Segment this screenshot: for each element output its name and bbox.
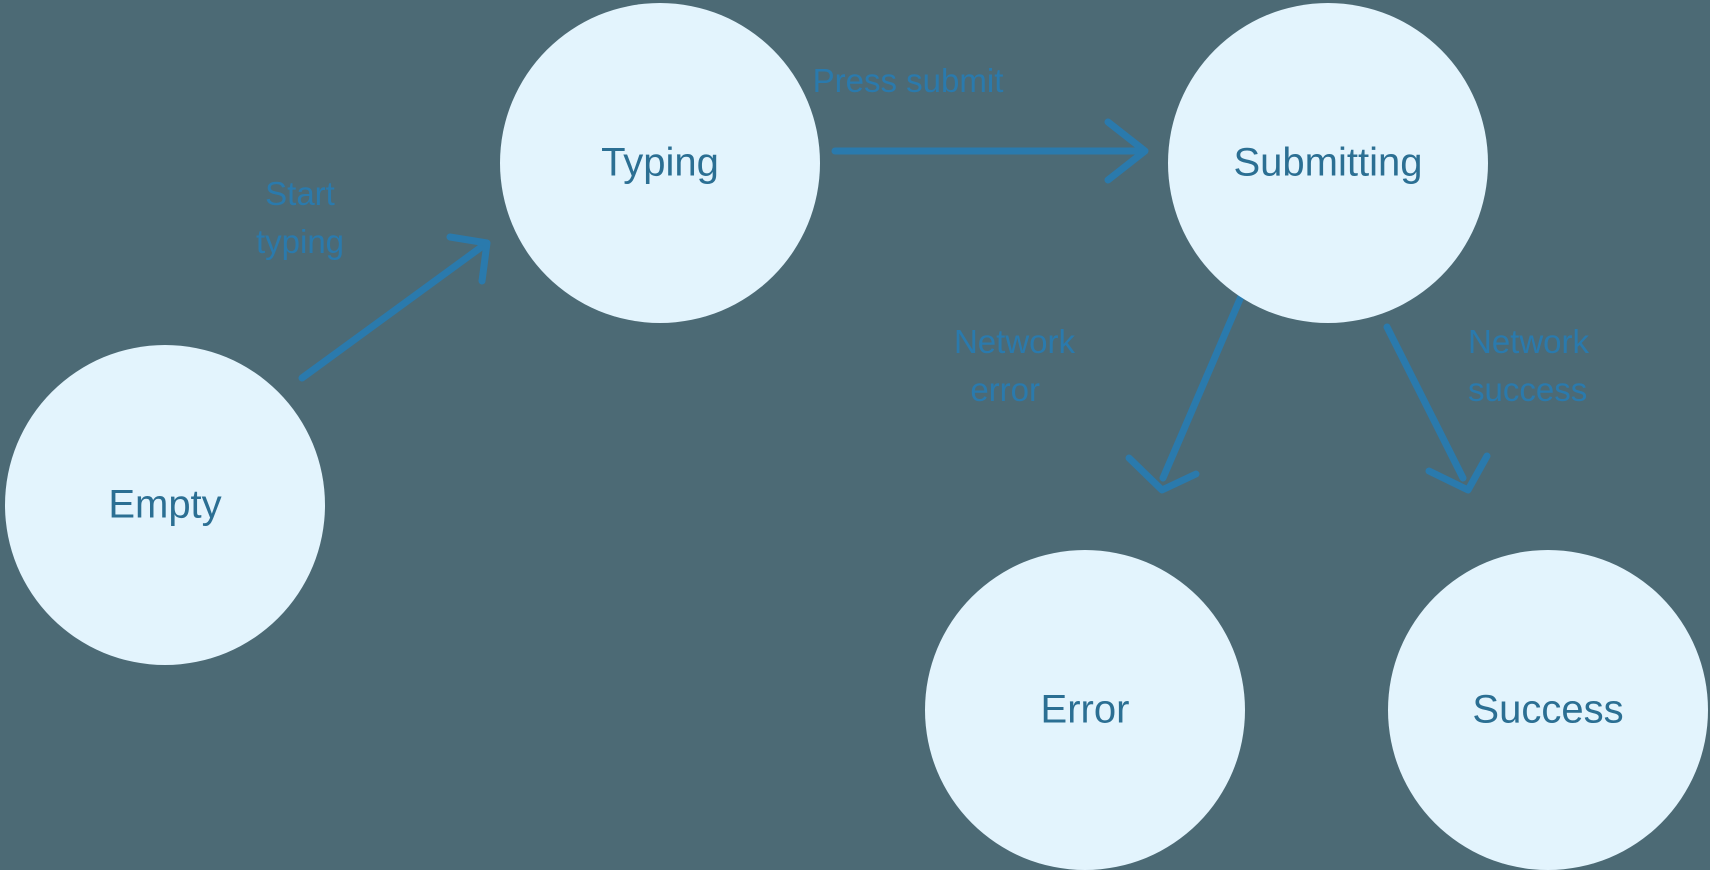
node-empty-circle [5,345,325,665]
node-empty-label: Empty [108,483,221,527]
edge-empty-to-typing-line [298,244,484,382]
node-typing[interactable]: Typing [500,3,820,323]
edge-typing-to-submitting-label-line1: Press submit [813,62,1004,99]
node-submitting[interactable]: Submitting [1168,3,1488,323]
node-success[interactable]: Success [1388,550,1708,870]
edge-empty-to-typing-label-line2: typing [256,223,344,260]
edge-submitting-to-error-label-line2: error [970,371,1040,408]
edge-typing-to-submitting[interactable]: Press submit [813,62,1149,184]
node-error[interactable]: Error [925,550,1245,870]
node-typing-label: Typing [601,141,719,185]
edge-submitting-to-success-label-line2: success [1468,371,1587,408]
edge-submitting-to-error[interactable]: Network error [954,288,1247,494]
node-success-label: Success [1472,688,1623,732]
edge-submitting-to-success-line [1383,323,1467,482]
edge-submitting-to-error-line [1159,288,1247,482]
edge-submitting-to-error-arrowhead [1125,454,1200,494]
edge-typing-to-submitting-arrowhead [1104,118,1149,184]
edge-submitting-to-success-arrowhead [1425,452,1491,494]
node-error-label: Error [1041,688,1130,732]
edge-submitting-to-success[interactable]: Network success [1383,323,1590,494]
edge-empty-to-typing[interactable]: Start typing [256,175,491,382]
edge-empty-to-typing-arrowhead [446,233,491,285]
edge-empty-to-typing-label-line1: Start [265,175,335,212]
node-submitting-label: Submitting [1234,141,1423,185]
node-submitting-circle [1168,3,1488,323]
node-empty[interactable]: Empty [5,345,325,665]
node-success-circle [1388,550,1708,870]
edge-submitting-to-success-label-line1: Network [1468,323,1590,360]
edge-submitting-to-error-label-line1: Network [954,323,1076,360]
node-error-circle [925,550,1245,870]
node-typing-circle [500,3,820,323]
